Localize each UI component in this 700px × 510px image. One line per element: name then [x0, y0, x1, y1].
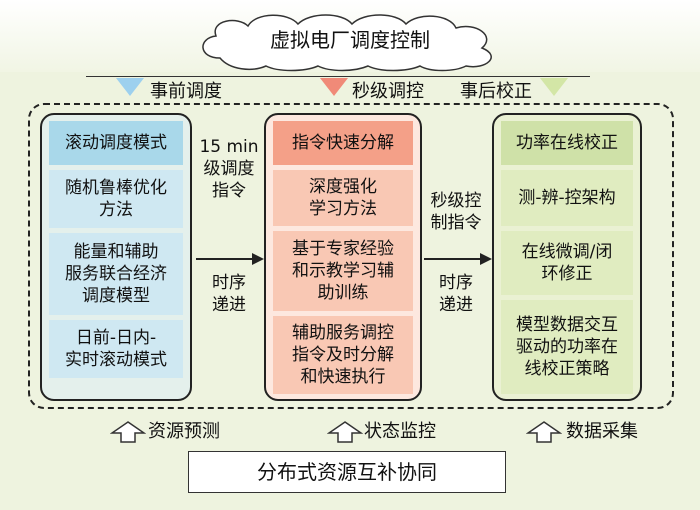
column-item: 模型数据交互驱动的功率在线校正策略 [501, 300, 633, 394]
connector-right-bottom-label: 时序 递进 [439, 273, 473, 315]
column-item: 基于专家经验和示教学习辅助训练 [273, 231, 413, 311]
column-item: 深度强化学习方法 [273, 170, 413, 226]
connector-right-top-label: 秒级控 制指令 [430, 191, 482, 233]
column-item: 在线微调/闭环修正 [501, 231, 633, 295]
pre-dispatch-arrow-icon [116, 78, 144, 96]
phase-divider-line [86, 76, 590, 77]
bottom-label-acquisition: 数据采集 [566, 421, 638, 442]
arrow-up-icon [327, 421, 363, 443]
column-header: 滚动调度模式 [49, 121, 183, 165]
connector-left-bottom-label: 时序 递进 [212, 273, 246, 315]
bottom-label-monitoring: 状态监控 [364, 421, 436, 442]
column-item: 辅助服务调控指令及时分解和快速执行 [273, 316, 413, 394]
second-control-arrow-icon [320, 78, 348, 96]
phase-pre-label: 事前调度 [150, 81, 222, 102]
column-header: 指令快速分解 [273, 121, 413, 165]
column-item: 随机鲁棒优化方法 [49, 170, 183, 228]
phase-post-label: 事后校正 [460, 81, 532, 102]
bottom-foundation-box: 分布式资源互补协同 [188, 451, 506, 493]
column-item: 测-辨-控架构 [501, 170, 633, 226]
dashed-frame [28, 103, 674, 409]
diagram-title: 虚拟电厂调度控制 [270, 28, 430, 52]
column-power-correction: 功率在线校正 测-辨-控架构 在线微调/闭环修正 模型数据交互驱动的功率在线校正… [492, 113, 642, 401]
arrow-up-icon [526, 421, 562, 443]
column-item: 能量和辅助服务联合经济调度模型 [49, 233, 183, 315]
connector-right-line [424, 258, 480, 260]
column-header: 功率在线校正 [501, 121, 633, 165]
post-correction-arrow-icon [540, 78, 568, 96]
connector-left-line [196, 258, 252, 260]
arrow-up-icon [110, 421, 146, 443]
column-item: 日前-日内-实时滚动模式 [49, 320, 183, 378]
cloud-shape [202, 14, 492, 72]
connector-left-top-label: 15 min 级调度 指令 [199, 137, 259, 201]
phase-second-label: 秒级调控 [352, 81, 424, 102]
column-rolling-dispatch: 滚动调度模式 随机鲁棒优化方法 能量和辅助服务联合经济调度模型 日前-日内-实时… [40, 113, 192, 401]
arrow-right-icon [480, 253, 492, 265]
column-fast-decomposition: 指令快速分解 深度强化学习方法 基于专家经验和示教学习辅助训练 辅助服务调控指令… [264, 113, 422, 401]
bottom-label-forecast: 资源预测 [148, 421, 220, 442]
arrow-right-icon [252, 253, 264, 265]
